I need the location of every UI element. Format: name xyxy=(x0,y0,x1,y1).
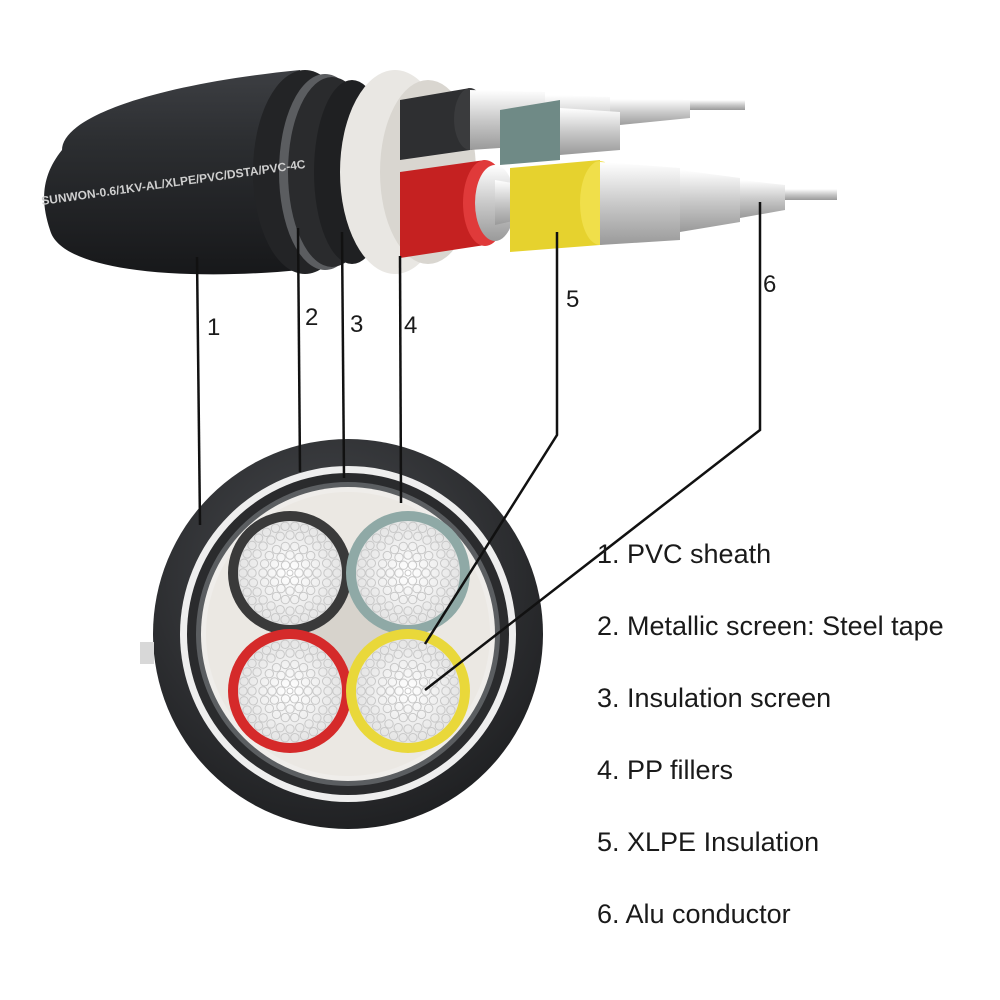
callout-numbers: 1 2 3 4 5 6 xyxy=(207,271,776,341)
core-teal xyxy=(346,511,470,635)
callout-4: 4 xyxy=(404,312,417,339)
legend-item-insulation-screen: 3. Insulation screen xyxy=(597,674,944,746)
callout-5: 5 xyxy=(566,286,579,313)
legend-item-steel-tape: 2. Metallic screen: Steel tape xyxy=(597,602,944,674)
callout-3: 3 xyxy=(350,311,363,338)
legend-item-pp-fillers: 4. PP fillers xyxy=(597,746,944,818)
legend-item-pvc-sheath: 1. PVC sheath xyxy=(597,530,944,602)
callout-1: 1 xyxy=(207,314,220,341)
core-red xyxy=(228,629,352,753)
legend-item-xlpe-insulation: 5. XLPE Insulation xyxy=(597,818,944,890)
core-black xyxy=(228,511,352,635)
leader-line-1 xyxy=(197,257,200,525)
legend: 1. PVC sheath 2. Metallic screen: Steel … xyxy=(597,530,944,962)
callout-2: 2 xyxy=(305,304,318,331)
leader-line-4 xyxy=(400,256,401,503)
conductor-yellow xyxy=(356,639,460,743)
conductor-red xyxy=(238,639,342,743)
sheath-notch xyxy=(140,642,154,664)
cable-side-view: SUNWON-0.6/1KV-AL/XLPE/PVC/DSTA/PVC-4C xyxy=(40,70,837,274)
conductor-black xyxy=(238,521,342,625)
core-yellow xyxy=(346,629,470,753)
legend-item-alu-conductor: 6. Alu conductor xyxy=(597,890,944,962)
conductor-teal xyxy=(356,521,460,625)
core-yellow-side xyxy=(510,160,837,252)
callout-6: 6 xyxy=(763,271,776,298)
